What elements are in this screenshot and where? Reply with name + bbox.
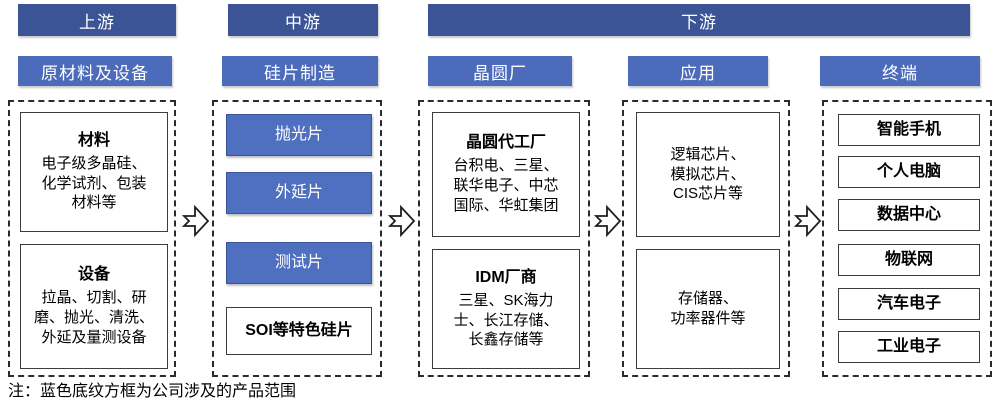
terminal-smartphone-card-label: 智能手机 — [876, 121, 941, 138]
stage-bar-2: 晶圆厂 — [428, 56, 572, 86]
soi-specialty-wafer-card-label: SOI等特色硅片 — [245, 322, 353, 339]
logic-analog-cis-card-text: 逻辑芯片、 模拟芯片、 CIS芯片等 — [670, 145, 746, 203]
upstream-materials-equipment: 材料电子级多晶硅、 化学试剂、包装 材料等设备拉晶、切割、研 磨、抛光、清洗、 … — [8, 100, 176, 377]
idm-card-title: IDM厂商 — [475, 268, 537, 286]
foundry-card-body: 台积电、三星、 联华电子、中芯 国际、华虹集团 — [453, 157, 559, 214]
terminal-iot-card: 物联网 — [838, 244, 980, 276]
arrow-upstream-to-midstream — [181, 203, 210, 239]
terminal-industrial-card-label: 工业电子 — [876, 338, 941, 355]
materials-card-title: 材料 — [77, 131, 110, 149]
foundry-card: 晶圆代工厂台积电、三星、 联华电子、中芯 国际、华虹集团 — [432, 112, 580, 237]
materials-card-body: 电子级多晶硅、 化学试剂、包装 材料等 — [41, 154, 147, 212]
polished-wafer-card: 抛光片 — [226, 114, 372, 156]
stage-bar-1: 硅片制造 — [222, 56, 378, 86]
stage-bar-3: 应用 — [628, 56, 768, 86]
logic-analog-cis-card: 逻辑芯片、 模拟芯片、 CIS芯片等 — [636, 112, 780, 237]
terminal-automotive-card: 汽车电子 — [838, 288, 980, 320]
test-wafer-card-label: 测试片 — [274, 254, 323, 271]
foundry-card-title: 晶圆代工厂 — [465, 134, 546, 152]
epitaxial-wafer-card: 外延片 — [226, 172, 372, 214]
terminal-iot-card-label: 物联网 — [884, 251, 933, 268]
tier-bar-2: 下游 — [428, 4, 970, 36]
terminal-pc-card: 个人电脑 — [838, 156, 980, 188]
terminal-datacenter-card-label: 数据中心 — [876, 206, 941, 223]
soi-specialty-wafer-card: SOI等特色硅片 — [226, 307, 372, 355]
idm-card-body: 三星、SK海力 士、长江存储、 长鑫存储等 — [453, 291, 559, 349]
idm-card: IDM厂商三星、SK海力 士、长江存储、 长鑫存储等 — [432, 249, 580, 369]
stage-bar-4: 终端 — [820, 56, 980, 86]
tier-bar-1: 中游 — [228, 4, 378, 36]
terminal-pc-card-label: 个人电脑 — [876, 163, 941, 180]
midstream-wafer-manufacturing: 抛光片外延片测试片 SOI等特色硅片 — [212, 100, 382, 377]
polished-wafer-card-label: 抛光片 — [274, 126, 323, 143]
stage-bar-0: 原材料及设备 — [18, 56, 172, 86]
tier-bar-0: 上游 — [18, 4, 176, 36]
arrow-foundry-to-application — [593, 203, 622, 239]
downstream-applications: 逻辑芯片、 模拟芯片、 CIS芯片等存储器、 功率器件等 — [622, 100, 790, 377]
materials-card: 材料电子级多晶硅、 化学试剂、包装 材料等 — [20, 112, 168, 232]
terminal-industrial-card: 工业电子 — [838, 331, 980, 363]
equipment-card: 设备拉晶、切割、研 磨、抛光、清洗、 外延及量测设备 — [20, 244, 168, 369]
terminal-automotive-card-label: 汽车电子 — [876, 295, 941, 312]
downstream-terminals: 智能手机个人电脑数据中心物联网汽车电子工业电子 — [822, 100, 992, 377]
arrow-midstream-to-foundry — [387, 203, 416, 239]
footnote-note: 注：蓝色底纹方框为公司涉及的产品范围 — [8, 383, 297, 400]
equipment-card-title: 设备 — [77, 266, 110, 284]
test-wafer-card: 测试片 — [226, 242, 372, 284]
terminal-datacenter-card: 数据中心 — [838, 199, 980, 231]
equipment-card-body: 拉晶、切割、研 磨、抛光、清洗、 外延及量测设备 — [33, 289, 154, 346]
epitaxial-wafer-card-label: 外延片 — [274, 184, 323, 201]
memory-power-card-text: 存储器、 功率器件等 — [670, 290, 746, 327]
terminal-smartphone-card: 智能手机 — [838, 114, 980, 146]
arrow-application-to-terminal — [793, 203, 822, 239]
memory-power-card: 存储器、 功率器件等 — [636, 249, 780, 369]
